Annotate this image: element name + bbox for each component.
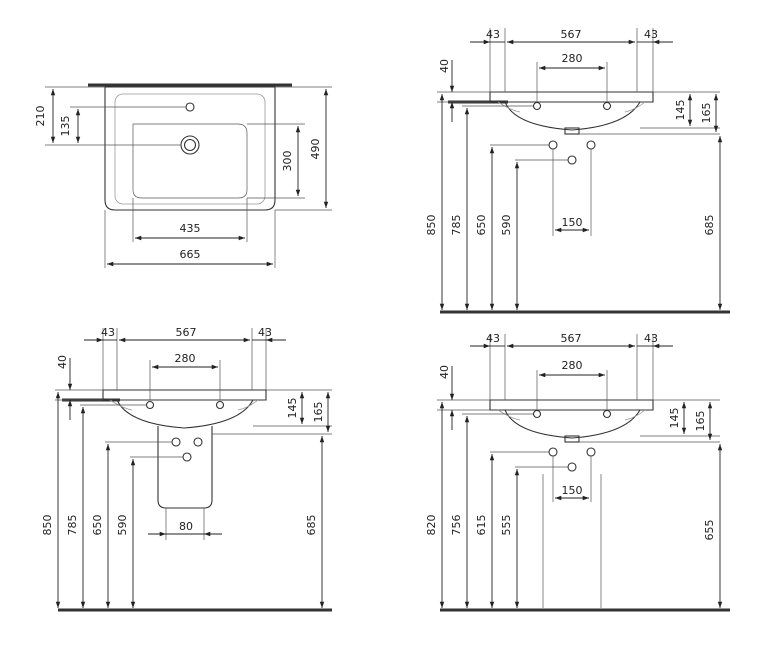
dim-43-left: 43 — [486, 332, 500, 345]
supply-pipe-icon — [586, 140, 596, 150]
waste-pipe-icon — [182, 452, 192, 462]
dim-40: 40 — [56, 355, 69, 369]
drain-outlet — [564, 127, 580, 135]
tap-hole-icon — [532, 409, 542, 419]
dim-650: 650 — [475, 215, 488, 236]
dim-150: 150 — [562, 216, 583, 229]
front-view-with-semi-pedestal: 43 567 43 280 40 850 785 650 590 80 145 … — [41, 326, 332, 612]
dim-145: 145 — [668, 408, 681, 429]
tap-hole-icon — [602, 409, 612, 419]
waste-pipe-icon — [567, 462, 577, 472]
dim-43-left: 43 — [101, 326, 115, 339]
dim-40: 40 — [438, 59, 451, 73]
front-view-wall-mounted: 43 567 43 280 40 850 785 650 590 150 145 — [425, 28, 730, 314]
basin-rim — [114, 93, 266, 205]
tap-hole-icon — [215, 400, 225, 410]
dim-665-label: 665 — [180, 248, 201, 261]
dim-135-label: 135 — [59, 116, 72, 137]
dim-43-right: 43 — [644, 28, 658, 41]
dim-567: 567 — [561, 28, 582, 41]
dim-280: 280 — [562, 359, 583, 372]
dim-300-label: 300 — [281, 151, 294, 172]
basin-outline — [104, 86, 276, 211]
dim-165: 165 — [700, 103, 713, 124]
dim-567: 567 — [561, 332, 582, 345]
dim-80: 80 — [179, 520, 193, 533]
basin-bowl — [132, 123, 248, 199]
dim-43-right: 43 — [258, 326, 272, 339]
dim-590: 590 — [116, 515, 129, 536]
supply-pipe-icon — [586, 447, 596, 457]
dim-210-label: 210 — [34, 106, 47, 127]
dim-280: 280 — [175, 352, 196, 365]
dim-165: 165 — [312, 402, 325, 423]
basin-top — [102, 389, 267, 401]
supply-pipe-icon — [193, 437, 203, 447]
dim-685: 685 — [305, 515, 318, 536]
dim-43-right: 43 — [644, 332, 658, 345]
semi-pedestal — [157, 426, 213, 509]
dim-150: 150 — [562, 484, 583, 497]
dim-850: 850 — [41, 515, 54, 536]
basin-bowl — [116, 399, 254, 429]
front-view-lower-mounting: 43 567 43 280 40 820 756 615 555 150 145… — [425, 332, 730, 612]
tap-hole-icon — [532, 101, 542, 111]
basin-top — [489, 399, 654, 411]
tap-hole-icon — [185, 102, 195, 112]
dim-555: 555 — [500, 515, 513, 536]
dim-43-left: 43 — [486, 28, 500, 41]
dim-756: 756 — [450, 515, 463, 536]
dim-280: 280 — [562, 52, 583, 65]
dim-685: 685 — [703, 215, 716, 236]
dim-820: 820 — [425, 515, 438, 536]
dim-145: 145 — [286, 398, 299, 419]
dim-615: 615 — [475, 515, 488, 536]
supply-pipe-icon — [548, 447, 558, 457]
dim-435-label: 435 — [180, 222, 201, 235]
drain-icon — [180, 135, 200, 155]
dim-850: 850 — [425, 215, 438, 236]
basin-bowl — [504, 101, 641, 131]
dim-785: 785 — [66, 515, 79, 536]
dim-655: 655 — [703, 520, 716, 541]
top-view: 210 135 300 490 435 665 — [34, 83, 332, 268]
dim-590: 590 — [500, 215, 513, 236]
dim-567: 567 — [176, 326, 197, 339]
waste-pipe-icon — [567, 155, 577, 165]
dim-145: 145 — [674, 100, 687, 121]
basin-bowl — [504, 409, 641, 439]
tap-hole-icon — [145, 400, 155, 410]
supply-pipe-icon — [171, 437, 181, 447]
basin-top — [489, 91, 654, 103]
drain-outlet — [564, 435, 580, 443]
dim-785: 785 — [450, 215, 463, 236]
dim-40: 40 — [438, 365, 451, 379]
dim-490-label: 490 — [309, 139, 322, 160]
tap-hole-icon — [602, 101, 612, 111]
dim-165: 165 — [694, 411, 707, 432]
dim-650: 650 — [91, 515, 104, 536]
supply-pipe-icon — [548, 140, 558, 150]
